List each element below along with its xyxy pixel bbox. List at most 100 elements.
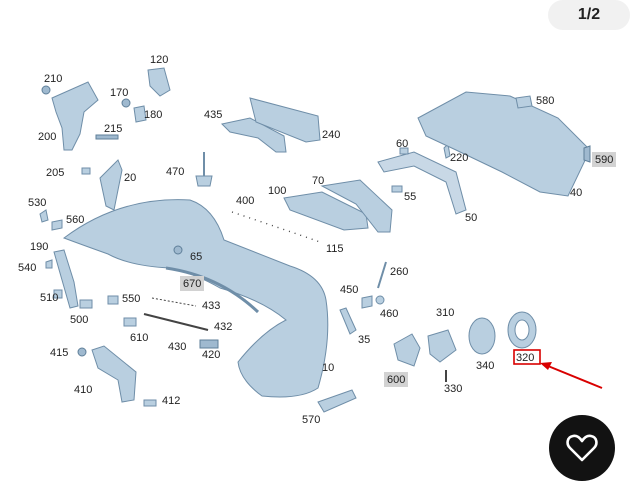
part-ring-460 bbox=[375, 295, 385, 305]
label-432: 432 bbox=[214, 321, 232, 333]
label-600: 600 bbox=[387, 374, 405, 386]
label-220: 220 bbox=[450, 152, 468, 164]
part-clip-560 bbox=[51, 219, 63, 231]
label-180: 180 bbox=[144, 109, 162, 121]
part-trim-20 bbox=[99, 159, 123, 211]
part-clip-500 bbox=[79, 299, 93, 309]
part-clip-412 bbox=[143, 399, 157, 407]
label-55: 55 bbox=[404, 191, 416, 203]
part-clip-550 bbox=[107, 295, 119, 305]
part-clip-415 bbox=[77, 347, 87, 357]
label-450: 450 bbox=[340, 284, 358, 296]
label-205: 205 bbox=[46, 167, 64, 179]
label-412: 412 bbox=[162, 395, 180, 407]
part-clip-510 bbox=[53, 289, 63, 299]
label-310: 310 bbox=[436, 307, 454, 319]
part-bracket-120 bbox=[147, 67, 171, 97]
label-590: 590 bbox=[595, 154, 613, 166]
part-strip-670 bbox=[165, 266, 260, 314]
part-strip-215 bbox=[95, 134, 119, 140]
part-clip-35 bbox=[339, 307, 357, 335]
label-60: 60 bbox=[396, 138, 408, 150]
label-400: 400 bbox=[236, 195, 254, 207]
highlight-670 bbox=[180, 276, 204, 291]
label-500: 500 bbox=[70, 314, 88, 326]
part-clip-205 bbox=[81, 167, 91, 175]
part-clip-590 bbox=[583, 145, 591, 163]
label-35: 35 bbox=[358, 334, 370, 346]
label-530: 530 bbox=[28, 197, 46, 209]
label-240: 240 bbox=[322, 129, 340, 141]
label-420: 420 bbox=[202, 349, 220, 361]
label-670: 670 bbox=[183, 278, 201, 290]
label-70: 70 bbox=[312, 175, 324, 187]
label-410: 410 bbox=[74, 384, 92, 396]
part-clip-450 bbox=[361, 295, 373, 309]
part-clip-540 bbox=[45, 259, 53, 269]
label-115: 115 bbox=[326, 243, 344, 255]
label-200: 200 bbox=[38, 131, 56, 143]
label-560: 560 bbox=[66, 214, 84, 226]
annotation-arrow bbox=[540, 362, 603, 389]
label-190: 190 bbox=[30, 241, 48, 253]
label-460: 460 bbox=[380, 308, 398, 320]
label-260: 260 bbox=[390, 266, 408, 278]
part-beam-100 bbox=[283, 191, 369, 231]
part-rod-433 bbox=[151, 297, 197, 307]
label-120: 120 bbox=[150, 54, 168, 66]
part-clip-580 bbox=[515, 95, 533, 109]
label-40: 40 bbox=[570, 187, 582, 199]
part-ring-320 bbox=[507, 311, 537, 349]
part-trim-50 bbox=[377, 151, 467, 215]
label-320: 320 bbox=[516, 352, 534, 364]
label-65: 65 bbox=[190, 251, 202, 263]
label-550: 550 bbox=[122, 293, 140, 305]
part-clip-170 bbox=[121, 98, 131, 108]
highlight-600 bbox=[384, 372, 408, 387]
label-50: 50 bbox=[465, 212, 477, 224]
part-beam-70 bbox=[320, 179, 393, 233]
label-433: 433 bbox=[202, 300, 220, 312]
part-clip-60 bbox=[399, 147, 409, 155]
label-210: 210 bbox=[44, 73, 62, 85]
label-610: 610 bbox=[130, 332, 148, 344]
label-540: 540 bbox=[18, 262, 36, 274]
heart-icon bbox=[566, 434, 598, 462]
label-470: 470 bbox=[166, 166, 184, 178]
part-harness-400 bbox=[231, 211, 321, 243]
part-clip-55 bbox=[391, 185, 403, 193]
label-340: 340 bbox=[476, 360, 494, 372]
label-100: 100 bbox=[268, 185, 286, 197]
highlight-590 bbox=[592, 152, 616, 167]
label-10: 10 bbox=[322, 362, 334, 374]
part-cover-240 bbox=[249, 97, 321, 143]
part-clip-420 bbox=[199, 339, 219, 349]
label-415: 415 bbox=[50, 347, 68, 359]
part-housing-600 bbox=[393, 333, 421, 367]
part-rod-260 bbox=[377, 261, 387, 289]
part-trim-570 bbox=[317, 389, 357, 413]
label-570: 570 bbox=[302, 414, 320, 426]
label-170: 170 bbox=[110, 87, 128, 99]
label-430: 430 bbox=[168, 341, 186, 353]
part-clip-530 bbox=[39, 209, 49, 223]
part-bracket-190 bbox=[53, 249, 79, 309]
part-sensor-470 bbox=[195, 152, 213, 187]
label-435: 435 bbox=[204, 109, 222, 121]
label-20: 20 bbox=[124, 172, 136, 184]
label-215: 215 bbox=[104, 123, 122, 135]
part-clip-180 bbox=[133, 105, 147, 123]
page-counter: 1/2 bbox=[548, 0, 630, 30]
highlight-box-320 bbox=[513, 349, 541, 365]
label-580: 580 bbox=[536, 95, 554, 107]
part-bracket-200 bbox=[41, 81, 99, 151]
part-clip-610 bbox=[123, 317, 137, 327]
part-cover-340 bbox=[468, 317, 496, 355]
part-bracket-410 bbox=[91, 345, 137, 403]
part-diffuser-40 bbox=[417, 91, 591, 197]
label-510: 510 bbox=[40, 292, 58, 304]
favorite-button[interactable] bbox=[549, 415, 615, 481]
part-housing-310 bbox=[427, 329, 457, 363]
label-330: 330 bbox=[444, 383, 462, 395]
